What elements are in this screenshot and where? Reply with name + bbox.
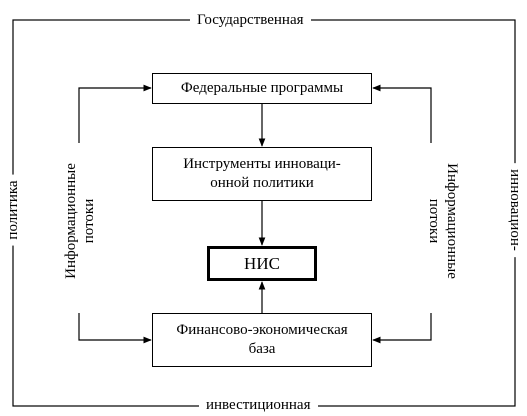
- info-flows-left-line2: потоки: [81, 198, 97, 244]
- info-flows-right-line1: Информационные: [444, 163, 460, 279]
- nis-box: НИС: [207, 246, 317, 281]
- financial-base-label-line1: Финансово-экономическая: [176, 322, 348, 338]
- financial-economic-base-box: Финансово-экономическая база: [152, 313, 372, 367]
- right-flow-bottom-connector: [372, 313, 432, 344]
- right-flow-top-connector: [372, 84, 432, 143]
- frame-label-left: политика: [4, 174, 22, 246]
- left-flow-top-connector: [78, 84, 152, 143]
- info-flows-right-label: Информационные потоки: [425, 163, 461, 279]
- left-flow-bottom-connector: [78, 313, 152, 344]
- federal-programs-box: Федеральные программы: [152, 73, 372, 104]
- nis-label: НИС: [244, 254, 280, 273]
- federal-programs-label: Федеральные программы: [180, 80, 344, 96]
- info-flows-left-label: Информационные потоки: [62, 163, 98, 279]
- info-flows-left-line1: Информационные: [63, 163, 79, 279]
- policy-instruments-label-line1: Инструменты инноваци-: [183, 156, 341, 172]
- policy-instruments-label-line2: онной политики: [210, 175, 314, 191]
- financial-base-label-line2: база: [248, 341, 276, 357]
- info-flows-right-line2: потоки: [426, 198, 442, 244]
- frame-label-top: Государственная: [190, 11, 311, 29]
- frame-label-right: инновацион-: [506, 163, 524, 257]
- policy-instruments-box: Инструменты инноваци- онной политики: [152, 147, 372, 201]
- frame-label-bottom: инвестиционная: [199, 396, 318, 414]
